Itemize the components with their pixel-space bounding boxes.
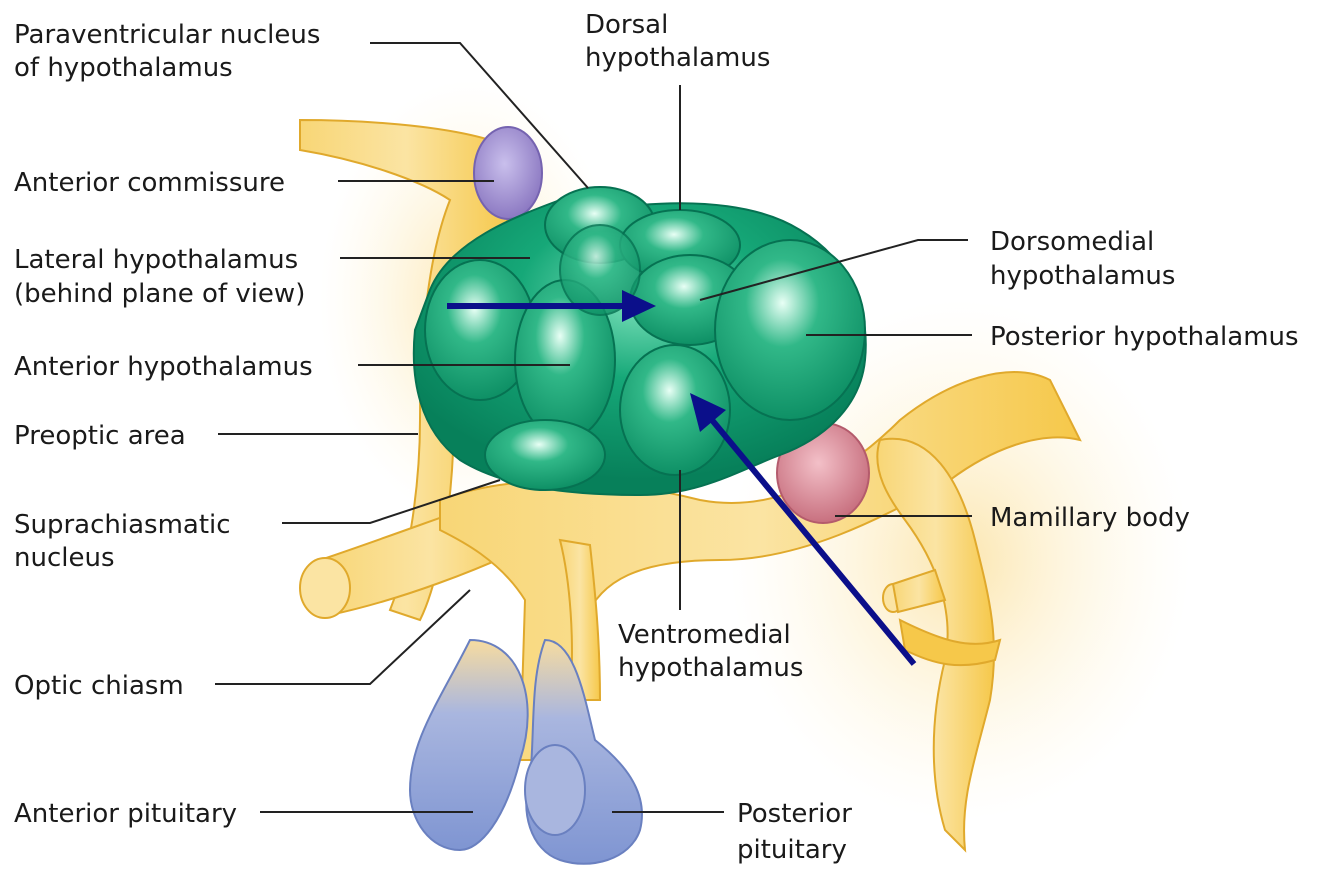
label-lateral: Lateral hypothalamus (behind plane of vi… <box>14 245 306 309</box>
label-anterior-hypothalamus: Anterior hypothalamus <box>14 352 313 382</box>
nucleus-lobe <box>715 240 865 420</box>
anterior-commissure-body <box>474 127 542 219</box>
optic-nerve-end <box>300 558 350 618</box>
label-posterior-pituitary: Posterior pituitary <box>737 799 860 865</box>
anterior-pituitary-shape <box>410 640 528 850</box>
label-mamillary: Mamillary body <box>990 503 1190 533</box>
label-dorsomedial: Dorsomedial hypothalamus <box>990 227 1175 291</box>
label-anterior-pituitary: Anterior pituitary <box>14 799 237 829</box>
label-posterior-hypothalamus: Posterior hypothalamus <box>990 322 1299 352</box>
label-anterior-commissure: Anterior commissure <box>14 168 285 198</box>
label-dorsal: Dorsal hypothalamus <box>585 10 770 73</box>
label-paraventricular: Paraventricular nucleus of hypothalamus <box>14 20 329 83</box>
label-optic-chiasm: Optic chiasm <box>14 671 184 701</box>
label-suprachiasmatic: Suprachiasmatic nucleus <box>14 510 239 573</box>
nucleus-lobe <box>485 420 605 490</box>
label-preoptic: Preoptic area <box>14 421 186 451</box>
posterior-pituitary-highlight <box>525 745 585 835</box>
